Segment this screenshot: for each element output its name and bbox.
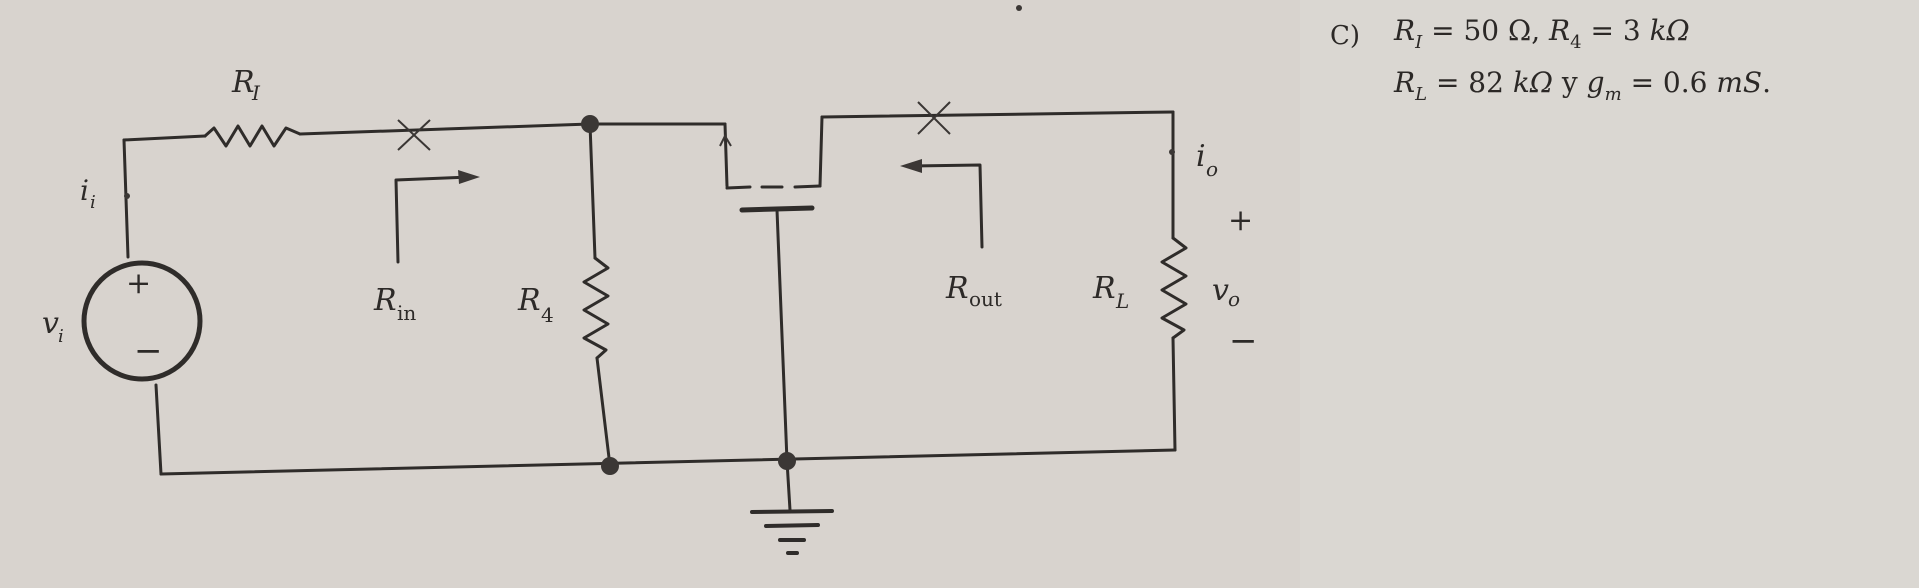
- ground-bar-1: [750, 509, 834, 514]
- fet-drain-lead: [818, 115, 824, 188]
- label-rl-sym: R: [1092, 271, 1116, 306]
- problem-line-2: RL = 82 kΩ y gm = 0.6 mS.: [1393, 66, 1771, 105]
- node-bottom-r4: [601, 457, 619, 475]
- label-vo-sym: v: [1212, 273, 1229, 308]
- ii-marker: [124, 193, 130, 199]
- r4-upper-lead: [588, 122, 597, 260]
- label-r4-sub: 4: [541, 303, 554, 327]
- label-vo-plus: +: [1228, 203, 1253, 238]
- label-r4: R 4: [517, 283, 554, 327]
- label-ii-sym: i: [80, 174, 89, 207]
- label-ri: R I: [231, 65, 261, 105]
- problem-line-1: RI = 50 Ω, R4 = 3 kΩ: [1393, 14, 1690, 53]
- label-vo-sub: o: [1228, 287, 1240, 311]
- label-rin-sym: R: [373, 283, 397, 318]
- label-vi-sym: v: [42, 306, 59, 341]
- source-circle: [81, 260, 203, 382]
- label-ri-sym: R: [231, 65, 255, 100]
- line1-a-sym: R: [1393, 14, 1415, 47]
- rout-arrow: [900, 159, 984, 249]
- fet-gate-plate: [739, 205, 815, 213]
- wires: [122, 110, 1177, 512]
- line2-a-sub: L: [1414, 84, 1427, 105]
- label-rout-sub: out: [969, 287, 1002, 311]
- paper-shade: [1300, 0, 1919, 588]
- label-io: i o: [1196, 139, 1218, 181]
- label-vi: v i: [42, 306, 64, 347]
- fet-gate-lead: [775, 208, 789, 463]
- label-ii: i i: [80, 174, 96, 213]
- label-io-sym: i: [1196, 139, 1206, 174]
- fet-channel-seg-1: [725, 185, 752, 190]
- problem-part: C): [1330, 21, 1360, 51]
- line2-end: .: [1762, 66, 1771, 99]
- label-rin: R in: [373, 283, 416, 325]
- wire-source-bottom: [154, 383, 163, 476]
- top-center-smudge: [1016, 5, 1022, 11]
- label-rl-sub: L: [1115, 289, 1129, 313]
- cut-mark-left: [397, 119, 431, 151]
- line2-b-unit: mS: [1716, 66, 1762, 99]
- label-vi-sub: i: [58, 326, 64, 347]
- line2-b-sym: g: [1587, 66, 1605, 99]
- rin-arrow: [394, 170, 480, 264]
- label-ii-sub: i: [90, 192, 96, 213]
- fet-source-lead: [723, 122, 729, 188]
- label-rl: R L: [1092, 271, 1129, 313]
- line1-b-sym: R: [1548, 14, 1570, 47]
- label-vo: + v o −: [1212, 203, 1258, 361]
- label-vo-minus: −: [1229, 321, 1258, 361]
- line1-b-sub: 4: [1570, 32, 1581, 53]
- line1-b-unit: kΩ: [1650, 14, 1690, 47]
- wire-bottom: [159, 448, 1177, 476]
- line2-a-unit: kΩ: [1513, 66, 1553, 99]
- line1-a-sub: I: [1414, 32, 1423, 53]
- io-marker: [1169, 149, 1175, 155]
- fet-source-arrow: [719, 133, 732, 147]
- wire-top-right: [820, 110, 1175, 119]
- line2-a-sym: R: [1393, 66, 1415, 99]
- resistor-ri: [203, 124, 302, 148]
- resistor-r4: [582, 256, 610, 360]
- line2-b-sub: m: [1605, 84, 1622, 105]
- label-rout: R out: [945, 271, 1002, 311]
- ground-bar-2: [764, 523, 820, 528]
- line2-conj: y: [1553, 66, 1587, 99]
- voltage-source-vi: + −: [81, 260, 203, 382]
- wire-right-lower: [1171, 336, 1177, 452]
- wire-top-mid: [298, 122, 592, 136]
- label-ri-sub: I: [251, 81, 261, 105]
- source-minus: −: [134, 331, 163, 371]
- label-rout-sym: R: [945, 271, 969, 306]
- label-r4-sym: R: [517, 283, 541, 318]
- r4-lower-lead: [595, 356, 612, 468]
- line1-b-val: = 3: [1582, 14, 1650, 47]
- wire-top-left: [122, 134, 207, 142]
- resistor-rl: [1160, 236, 1188, 340]
- label-io-sub: o: [1206, 157, 1218, 181]
- mosfet: [719, 133, 822, 213]
- node-top: [581, 115, 599, 133]
- line1-a-val: = 50 Ω,: [1422, 14, 1549, 47]
- node-bottom-gate: [778, 452, 796, 470]
- label-rin-sub: in: [397, 301, 416, 325]
- fet-channel-seg-3: [793, 184, 822, 189]
- ground-symbol: [750, 509, 834, 555]
- problem-statement: C) RI = 50 Ω, R4 = 3 kΩ RL = 82 kΩ y gm …: [1330, 14, 1771, 105]
- line2-a-val: = 82: [1427, 66, 1513, 99]
- line2-b-val: = 0.6: [1622, 66, 1717, 99]
- cut-mark-right: [917, 101, 951, 135]
- source-plus: +: [126, 266, 151, 301]
